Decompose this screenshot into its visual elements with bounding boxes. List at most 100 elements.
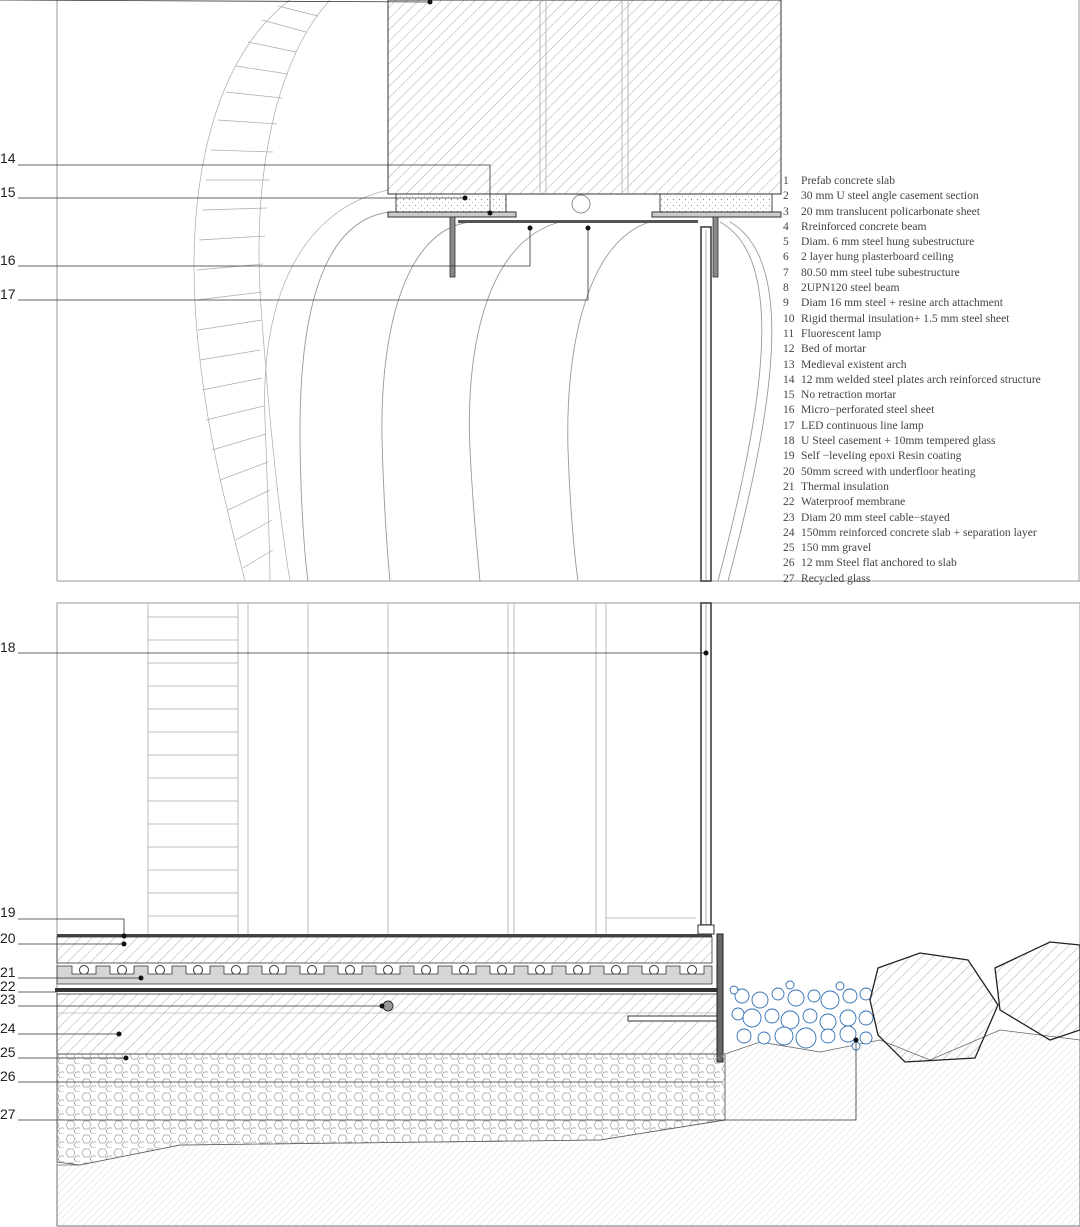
legend-item-text: 2 layer hung plasterboard ceiling <box>801 250 954 264</box>
legend-item: 20 50mm screed with underfloor heating <box>783 464 1080 479</box>
boulder-left <box>869 952 999 1063</box>
legend-item-number: 17 <box>783 418 795 432</box>
legend-item-number: 27 <box>783 571 795 585</box>
callout-number: 19 <box>0 904 16 920</box>
recycled-glass-fill <box>729 980 874 1051</box>
legend-item-number: 5 <box>783 235 789 249</box>
callout-number: 27 <box>0 1106 16 1122</box>
legend-item: 7 80.50 mm steel tube subestructure <box>783 265 1080 280</box>
legend-item-text: Fluorescent lamp <box>801 326 882 340</box>
boulder-right <box>994 941 1080 1041</box>
thermal-insulation-profile <box>56 965 713 985</box>
hanger-right <box>712 216 719 278</box>
legend-item: 5 Diam. 6 mm steel hung subestructure <box>783 234 1080 249</box>
legend-item-number: 19 <box>783 449 795 463</box>
legend-item-number: 10 <box>783 311 795 325</box>
legend-item-text: 150 mm gravel <box>801 541 872 555</box>
legend-item-text: LED continuous line lamp <box>801 418 924 432</box>
legend-item-text: Thermal insulation <box>801 479 889 493</box>
legend-item-number: 4 <box>783 219 789 233</box>
legend-item-text: U Steel casement + 10mm tempered glass <box>801 434 996 448</box>
callout-number: 22 <box>0 978 16 994</box>
legend-item: 13 Medieval existent arch <box>783 357 1080 372</box>
legend-item-text: Diam 20 mm steel cable−stayed <box>801 510 950 524</box>
legend-item-number: 8 <box>783 281 789 295</box>
fluorescent-lamp <box>571 194 591 214</box>
legend-item-text: 2UPN120 steel beam <box>801 281 900 295</box>
callout-number: 23 <box>0 991 16 1007</box>
legend-item-text: Micro−perforated steel sheet <box>801 403 935 417</box>
legend-item-text: Diam 16 mm steel + resine arch attachmen… <box>801 296 1003 310</box>
callout-number: 21 <box>0 964 16 980</box>
callout-number: 24 <box>0 1020 16 1036</box>
micro-perforated-sheet <box>458 220 698 223</box>
lower-section-panel <box>55 602 1080 1227</box>
legend-item-text: 12 mm welded steel plates arch reinforce… <box>801 372 1041 386</box>
legend-item-number: 13 <box>783 357 795 371</box>
legend-item: 22 Waterproof membrane <box>783 494 1080 509</box>
legend-item-text: 80.50 mm steel tube subestructure <box>801 265 960 279</box>
legend-item-text: Recycled glass <box>801 571 871 585</box>
legend-item: 23 Diam 20 mm steel cable−stayed <box>783 510 1080 525</box>
legend-item: 10 Rigid thermal insulation+ 1.5 mm steel… <box>783 311 1080 326</box>
legend-item: 2 30 mm U steel angle casement section <box>783 188 1080 203</box>
steel-plate-right <box>651 211 782 218</box>
legend-item: 27 Recycled glass <box>783 571 1080 586</box>
legend-item-text: No retraction mortar <box>801 388 897 402</box>
mortar-bed-right <box>659 193 773 213</box>
callout-number: 18 <box>0 639 16 655</box>
legend-item: 1 Prefab concrete slab <box>783 173 1080 188</box>
legend-item-number: 21 <box>783 479 795 493</box>
callout-dots <box>116 0 859 1061</box>
legend-item-text: Diam. 6 mm steel hung subestructure <box>801 235 975 249</box>
legend-item-number: 24 <box>783 525 795 539</box>
legend-item-number: 25 <box>783 541 795 555</box>
legend-item-number: 12 <box>783 342 795 356</box>
legend-item-number: 23 <box>783 510 795 524</box>
legend-item-number: 22 <box>783 495 795 509</box>
legend-item-number: 9 <box>783 296 789 310</box>
legend-item-number: 20 <box>783 464 795 478</box>
heating-pipes <box>79 965 697 975</box>
legend-item-text: Prefab concrete slab <box>801 174 895 187</box>
callout-number: 14 <box>0 150 16 166</box>
legend-item-number: 26 <box>783 556 795 570</box>
legend-item-text: Medieval existent arch <box>801 357 907 371</box>
arch-intrados-curves <box>299 211 773 582</box>
legend-item-number: 6 <box>783 250 789 264</box>
epoxy-resin-coating <box>57 934 712 937</box>
legend-item-text: Rigid thermal insulation+ 1.5 mm steel s… <box>801 311 1010 325</box>
legend-item-text: 50mm screed with underfloor heating <box>801 464 976 478</box>
legend-item-number: 2 <box>783 189 789 203</box>
steel-plate-left <box>387 211 517 218</box>
legend-item-text: 150mm reinforced concrete slab + separat… <box>801 525 1037 539</box>
mortar-bed-left <box>395 193 507 213</box>
legend-item-number: 18 <box>783 434 795 448</box>
legend-item: 17 LED continuous line lamp <box>783 418 1080 433</box>
waterproof-membrane <box>55 988 723 992</box>
legend-item-number: 3 <box>783 204 789 218</box>
legend-item-text: 30 mm U steel angle casement section <box>801 189 979 203</box>
legend-item: 21 Thermal insulation <box>783 479 1080 494</box>
prefab-concrete-slab <box>387 0 782 195</box>
natural-ground <box>56 1029 1080 1227</box>
legend-item-number: 15 <box>783 388 795 402</box>
legend-item-text: Waterproof membrane <box>801 495 906 509</box>
steel-edge-plate <box>716 933 724 1063</box>
legend-item: 25 150 mm gravel <box>783 540 1080 555</box>
interior-wall-elevation <box>147 603 696 935</box>
legend-item-number: 1 <box>783 174 789 187</box>
callout-numbers: 14 15 16 17 18 19 20 21 22 23 24 25 26 2… <box>0 150 16 1122</box>
medieval-arch-voussoirs <box>193 0 389 582</box>
callout-number: 15 <box>0 184 16 200</box>
legend-item-number: 7 <box>783 265 789 279</box>
legend-item: 24 150mm reinforced concrete slab + separ… <box>783 525 1080 540</box>
callout-number: 25 <box>0 1044 16 1060</box>
